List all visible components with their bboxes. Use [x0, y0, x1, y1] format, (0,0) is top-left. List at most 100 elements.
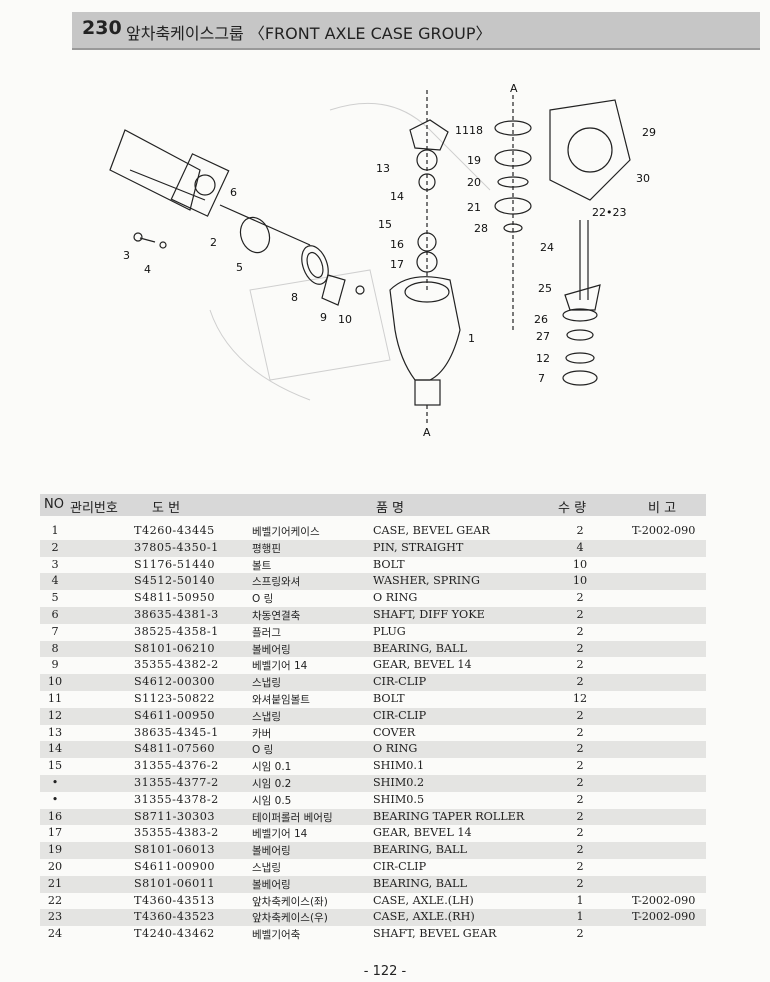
cell-english-name: SHAFT, DIFF YOKE	[373, 607, 485, 621]
callout-30: 30	[636, 172, 650, 185]
cell-no: 23	[47, 910, 63, 924]
cell-korean-name: 스냅링	[252, 861, 281, 874]
cell-part-number: T4260-43445	[134, 524, 215, 537]
callout-15: 15	[378, 218, 392, 231]
cell-quantity: 2	[576, 859, 584, 873]
cell-quantity: 4	[576, 540, 584, 554]
cell-english-name: PIN, STRAIGHT	[373, 540, 464, 554]
cell-quantity: 2	[576, 775, 584, 789]
cell-korean-name: 시임 0.1	[252, 761, 292, 774]
cell-quantity: 2	[576, 708, 584, 722]
cell-english-name: CASE, BEVEL GEAR	[373, 524, 490, 537]
callout-25: 25	[538, 282, 552, 295]
header-drawing: 도 번	[152, 501, 181, 516]
cell-part-number: S4512-50140	[134, 574, 216, 588]
section-number: 230	[82, 17, 122, 39]
cell-part-number: 31355-4377-2	[134, 775, 219, 789]
callout-26: 26	[534, 313, 548, 326]
cell-quantity: 10	[572, 574, 588, 588]
cell-english-name: SHIM0.2	[373, 775, 425, 789]
cell-remark: T-2002-090	[632, 910, 696, 924]
cell-quantity: 2	[576, 607, 584, 621]
cell-quantity: 12	[572, 691, 588, 705]
callout-16: 16	[390, 238, 404, 251]
cell-no: 17	[47, 826, 63, 840]
cell-part-number: S8101-06013	[134, 843, 216, 857]
cell-part-number: S8101-06011	[134, 876, 216, 890]
cell-korean-name: 베벨기어 14	[252, 828, 308, 841]
cell-quantity: 1	[576, 910, 584, 924]
page-number: - 122 -	[363, 964, 407, 979]
cell-part-number: S1123-50822	[134, 691, 216, 705]
cell-english-name: CIR-CLIP	[373, 675, 427, 689]
callout-22-23: 22•23	[592, 206, 626, 219]
cell-quantity: 2	[576, 524, 584, 537]
cell-remark: T-2002-090	[632, 893, 696, 907]
cell-no: 20	[47, 859, 63, 873]
table-row: 19 S8101-06013 볼베어링 BEARING, BALL 2	[40, 842, 706, 859]
callout-28: 28	[474, 222, 488, 235]
cell-quantity: 1	[576, 893, 584, 907]
callout-12: 12	[536, 352, 550, 365]
cell-no: 9	[51, 658, 59, 672]
cell-english-name: BOLT	[373, 691, 405, 705]
cell-korean-name: 시임 0.5	[252, 794, 292, 807]
cell-english-name: BEARING, BALL	[373, 843, 467, 857]
callout-21: 21	[467, 201, 481, 214]
cell-english-name: BEARING, BALL	[373, 641, 467, 655]
callout-1118: 1118	[455, 124, 483, 137]
cell-no: 2	[51, 540, 59, 554]
cell-korean-name: 앞차축케이스(우)	[252, 912, 328, 925]
callout-17: 17	[390, 258, 404, 271]
cell-korean-name: O 링	[252, 744, 274, 757]
cell-quantity: 2	[576, 759, 584, 773]
cell-part-number: S4612-00300	[134, 675, 216, 689]
cell-english-name: SHIM0.1	[373, 759, 425, 773]
header-no: NO	[44, 497, 64, 512]
callout-29: 29	[642, 126, 656, 139]
cell-quantity: 2	[576, 927, 584, 941]
cell-english-name: WASHER, SPRING	[373, 574, 480, 588]
cell-no: 19	[47, 843, 63, 857]
cell-english-name: CIR-CLIP	[373, 708, 427, 722]
cell-korean-name: 테이퍼롤러 베어링	[252, 811, 333, 824]
cell-english-name: GEAR, BEVEL 14	[373, 826, 472, 840]
cell-no: 1	[51, 524, 59, 537]
cell-english-name: GEAR, BEVEL 14	[373, 658, 472, 672]
cell-korean-name: 평행핀	[252, 542, 281, 555]
header-remark: 비 고	[648, 501, 677, 516]
cell-part-number: S4811-07560	[134, 742, 216, 756]
cell-part-number: S4611-00900	[134, 859, 216, 873]
callout-3: 3	[123, 249, 130, 262]
cell-part-number: S1176-51440	[134, 557, 216, 571]
cell-english-name: BOLT	[373, 557, 405, 571]
cell-part-number: 38635-4381-3	[134, 607, 219, 621]
cell-no: 11	[47, 691, 63, 705]
cell-no: 14	[47, 742, 63, 756]
section-header: 230 앞차축케이스그룹 〈FRONT AXLE CASE GROUP〉	[72, 12, 760, 50]
callout-8: 8	[291, 291, 298, 304]
cell-part-number: S8711-30303	[134, 809, 216, 823]
cell-no: 7	[51, 624, 59, 638]
cell-remark: T-2002-090	[632, 524, 696, 537]
cell-no: •	[51, 775, 59, 789]
section-mark-top: A	[510, 82, 518, 95]
cell-korean-name: 볼베어링	[252, 845, 291, 858]
cell-part-number: 31355-4376-2	[134, 759, 219, 773]
cell-quantity: 2	[576, 843, 584, 857]
cell-korean-name: 시임 0.2	[252, 777, 292, 790]
cell-quantity: 2	[576, 641, 584, 655]
cell-english-name: CASE, AXLE.(RH)	[373, 910, 475, 924]
section-mark-bottom: A	[423, 426, 431, 439]
